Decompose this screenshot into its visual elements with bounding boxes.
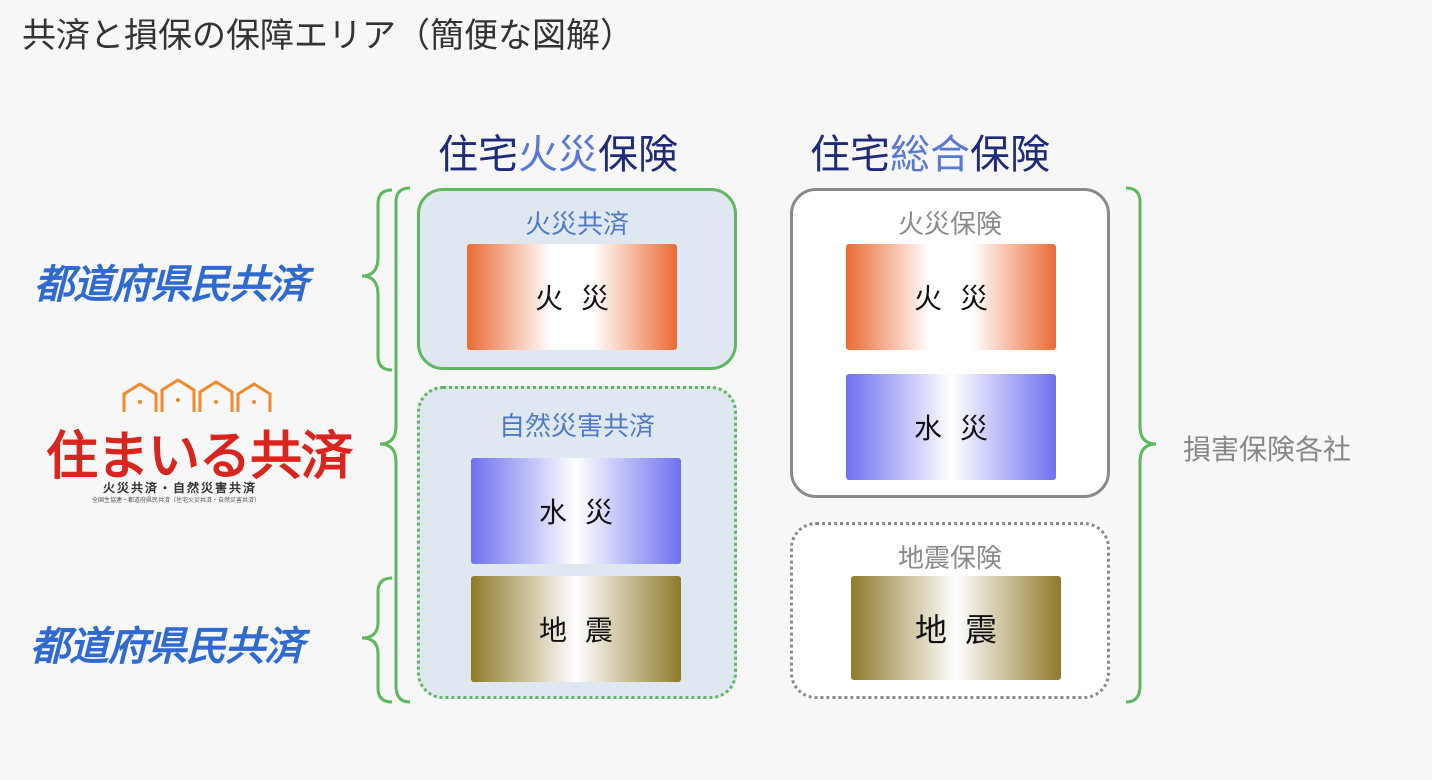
bracket-left-large — [379, 186, 411, 704]
bracket-top-small — [361, 188, 393, 372]
hazard-water-insurance: 水災 — [846, 374, 1056, 480]
hazard-fire-insurance: 火災 — [846, 244, 1056, 350]
heading-prefix: 住宅 — [438, 132, 518, 178]
hazard-quake-kyosai: 地震 — [471, 576, 681, 682]
label-fire-kyosai: 火災共済 — [524, 210, 629, 240]
label-fire-insurance: 火災保険 — [897, 210, 1002, 240]
page-title: 共済と損保の保障エリア（簡便な図解） — [22, 16, 634, 56]
brand-sumairu-sub: 火災共済・自然災害共済 — [103, 481, 258, 495]
heading-prefix: 住宅 — [810, 132, 890, 178]
brand-todofuken-kyosai-bottom: 都道府県民共済 — [30, 624, 304, 670]
heading-accent: 火災 — [518, 132, 598, 178]
hazard-fire-kyosai: 火災 — [467, 244, 677, 350]
heading-house-fire-insurance: 住宅火災保険 — [438, 122, 678, 180]
heading-accent: 総合 — [890, 132, 970, 178]
heading-suffix: 保険 — [598, 132, 678, 178]
brand-todofuken-kyosai-top: 都道府県民共済 — [34, 262, 308, 308]
brand-sumairu-kyosai: 住まいる共済 — [46, 427, 353, 487]
bracket-right-large — [1125, 186, 1157, 704]
label-earthquake-insurance: 地震保険 — [897, 544, 1002, 574]
hazard-quake-insurance: 地震 — [851, 576, 1061, 680]
label-natural-disaster-kyosai: 自然災害共済 — [498, 412, 655, 442]
label-non-life-insurers: 損害保険各社 — [1183, 433, 1352, 466]
houses-logo-icon — [122, 378, 272, 412]
hazard-water-kyosai: 水災 — [471, 458, 681, 564]
brand-sumairu-tiny: 全国生協連・都道府県民共済（住宅火災共済・自然災害共済） — [92, 497, 261, 504]
heading-house-comprehensive-insurance: 住宅総合保険 — [810, 122, 1050, 180]
bracket-bottom-small — [361, 576, 393, 704]
heading-suffix: 保険 — [970, 132, 1050, 178]
